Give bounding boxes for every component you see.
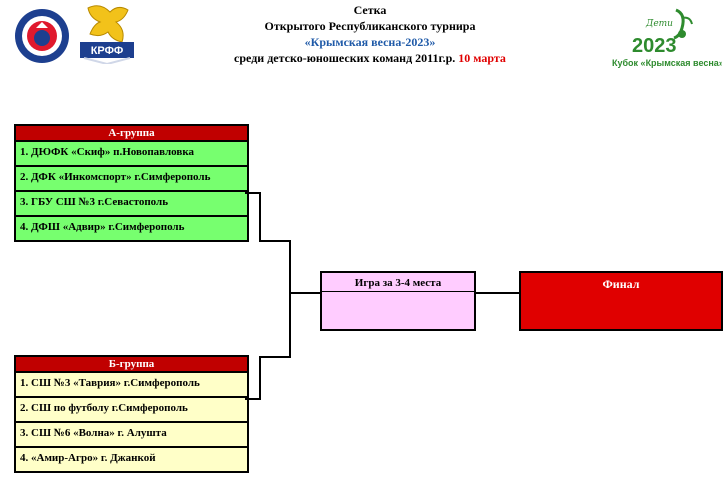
bracket-line — [289, 240, 291, 358]
bracket-line — [245, 192, 261, 194]
third-place-match-box: Игра за 3-4 места — [320, 271, 476, 331]
bracket-line — [259, 356, 261, 400]
crimean-spring-cup-logo: Дети 2023 Кубок «Крымская весна» — [612, 8, 722, 68]
bracket-line — [289, 292, 320, 294]
bracket-line — [259, 192, 261, 242]
page-header: Сетка Открытого Республиканского турнира… — [180, 2, 560, 66]
football-club-logo-left — [15, 9, 69, 63]
group-a-team-row: 4. ДФШ «Адвир» г.Симферополь — [16, 217, 247, 240]
bracket-line — [259, 356, 291, 358]
group-a-table: А-группа 1. ДЮФК «Скиф» п.Новопавловка 2… — [14, 124, 249, 242]
header-subtitle: Открытого Республиканского турнира — [264, 19, 476, 33]
final-title: Финал — [602, 277, 640, 291]
final-match-box: Финал — [519, 271, 723, 331]
header-title: Сетка — [353, 3, 387, 17]
third-place-title: Игра за 3-4 места — [322, 275, 474, 292]
group-a-team-row: 1. ДЮФК «Скиф» п.Новопавловка — [16, 142, 247, 165]
group-a-team-row: 3. ГБУ СШ №3 г.Севастополь — [16, 192, 247, 215]
header-category: среди детско-юношеских команд 2011г.р. 1… — [180, 50, 560, 66]
tournament-date: 10 марта — [458, 51, 506, 65]
logo-script-text: Дети — [645, 19, 673, 29]
bracket-line — [245, 398, 261, 400]
griffin-emblem-logo: КРФФ — [80, 5, 134, 64]
group-b-team-row: 1. СШ №3 «Таврия» г.Симферополь — [16, 373, 247, 396]
group-b-team-row: 4. «Амир-Агро» г. Джанкой — [16, 448, 247, 471]
svg-text:КРФФ: КРФФ — [91, 45, 124, 57]
age-category: среди детско-юношеских команд 2011г.р. — [234, 51, 456, 65]
group-a-team-row: 2. ДФК «Инкомспорт» г.Симферополь — [16, 167, 247, 190]
logo-caption-text: Кубок «Крымская весна» — [612, 58, 722, 68]
group-b-team-row: 3. СШ №6 «Волна» г. Алушта — [16, 423, 247, 446]
group-b-title: Б-группа — [16, 357, 247, 371]
bracket-line — [474, 292, 519, 294]
group-a-title: А-группа — [16, 126, 247, 140]
group-b-table: Б-группа 1. СШ №3 «Таврия» г.Симферополь… — [14, 355, 249, 473]
tournament-name: «Крымская весна-2023» — [304, 35, 436, 49]
logo-year-text: 2023 — [632, 35, 677, 57]
bracket-line — [259, 240, 291, 242]
group-b-team-row: 2. СШ по футболу г.Симферополь — [16, 398, 247, 421]
